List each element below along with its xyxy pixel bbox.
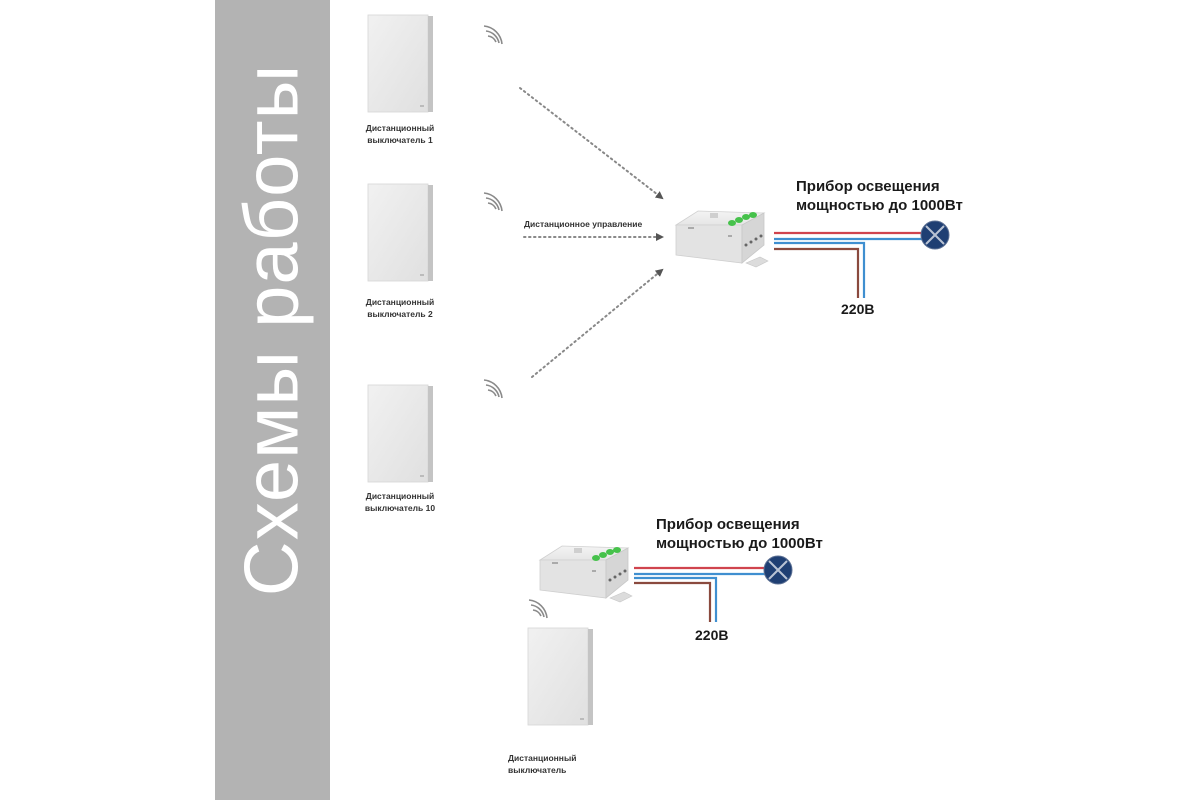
switch-caption: Дистанционный выключатель 2 (365, 297, 435, 319)
wireless-signal-icon (483, 379, 503, 399)
wall-switch-icon (367, 384, 434, 483)
wiring (774, 231, 922, 298)
wiring (634, 566, 765, 622)
wall-switch-icon (367, 14, 434, 113)
lamp-label: Прибор освещения мощностью до 1000Вт (656, 516, 823, 552)
switch-caption: Дистанционный выключатель (508, 753, 577, 775)
wall-switch-icon (527, 627, 594, 726)
signal-arrow (519, 87, 664, 200)
voltage-label: 220В (695, 627, 729, 643)
switch-caption: Дистанционный выключатель 10 (364, 491, 436, 513)
remote-control-label: Дистанционное управление (524, 219, 643, 229)
wire-neutral-supply (774, 241, 866, 298)
wire-phase-supply (774, 247, 860, 298)
lamp-icon (763, 555, 793, 585)
relay-module-icon (675, 210, 769, 268)
wall-switch-icon (367, 183, 434, 282)
wireless-signal-icon (483, 25, 503, 45)
switch-caption: Дистанционный выключатель 1 (365, 123, 435, 145)
wire-neutral-supply (634, 576, 718, 622)
wireless-signal-icon (528, 599, 548, 619)
lamp-icon (920, 220, 950, 250)
sidebar-banner: Схемы работы (215, 0, 330, 800)
lamp-label: Прибор освещения мощностью до 1000Вт (796, 178, 963, 214)
signal-arrow (531, 268, 664, 378)
relay-module-icon (539, 545, 633, 603)
wire-phase-supply (634, 581, 712, 622)
wireless-signal-icon (483, 192, 503, 212)
voltage-label: 220В (841, 301, 875, 317)
